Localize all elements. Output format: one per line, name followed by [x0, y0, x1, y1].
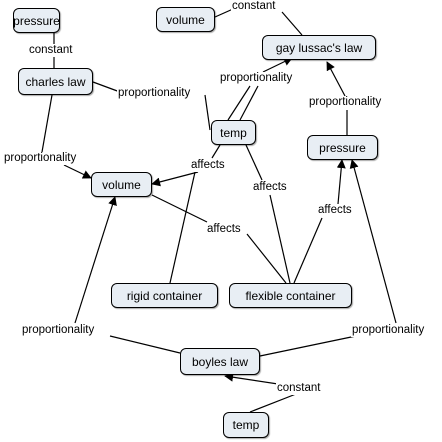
node-temp-mid[interactable]: temp: [211, 120, 256, 145]
line-volume-constant: [214, 8, 234, 18]
node-boyles-law[interactable]: boyles law: [180, 348, 260, 375]
line-boyles-prop-left: [109, 335, 181, 354]
line-temp-rigid: [169, 171, 196, 284]
line-flex-affects-press: [293, 217, 323, 284]
node-temp-bottom[interactable]: temp: [223, 412, 269, 438]
node-rigid-container[interactable]: rigid container: [111, 283, 218, 308]
line-boyles-prop-right: [259, 335, 357, 357]
link-label-affects-temp-volume: affects: [190, 159, 226, 172]
link-label-affects-flexible-temp: affects: [252, 181, 288, 194]
link-label-proportionality-boyles-volume: proportionality: [21, 324, 96, 337]
line-tempbottom-constant: [249, 393, 297, 413]
line-charles-prop: [92, 81, 121, 93]
link-label-constant-left: constant: [28, 44, 74, 57]
line-affects-temp: [245, 144, 263, 181]
line-prop-gay-right: [326, 61, 346, 97]
line-constant-gay: [281, 11, 303, 36]
node-volume-top[interactable]: volume: [156, 7, 215, 32]
link-label-proportionality-pressure-gay: proportionality: [308, 96, 383, 109]
line-prop-pressure-right: [349, 159, 397, 324]
line-temp-prop1: [227, 85, 251, 121]
line-prop-temp: [204, 94, 211, 131]
link-label-constant-bottom: constant: [276, 382, 322, 395]
node-pressure-top[interactable]: pressure: [13, 8, 60, 33]
line-temp-prop2: [239, 85, 259, 121]
line-affects-volume: [151, 171, 199, 187]
link-label-affects-flexible-volume: affects: [206, 223, 242, 236]
link-label-proportionality-charles-temp: proportionality: [117, 87, 192, 100]
line-temp-affects: [211, 144, 221, 159]
link-label-proportionality-temp-gay: proportionality: [219, 72, 294, 85]
line-constant-boyles: [224, 372, 279, 385]
node-volume-mid[interactable]: volume: [91, 172, 152, 197]
line-charles-prop-left: [41, 94, 53, 153]
line-prop-volume: [63, 164, 92, 179]
node-charles-law[interactable]: charles law: [18, 68, 93, 95]
line-affects-flex: [246, 233, 287, 284]
line-affects-pressure: [336, 159, 346, 205]
line-flex-affects-temp: [269, 194, 291, 284]
link-label-proportionality-boyles-pressure: proportionality: [351, 324, 426, 337]
link-label-affects-flexible-pressure: affects: [317, 204, 353, 217]
node-flexible-container[interactable]: flexible container: [229, 283, 352, 308]
line-prop-gay: [262, 57, 293, 73]
line-volume-affects: [151, 194, 208, 223]
line-prop-volume-left: [74, 196, 117, 324]
link-label-proportionality-charles-volume: proportionality: [3, 152, 78, 165]
node-gay-lussacs-law[interactable]: gay lussac's law: [262, 35, 376, 60]
link-label-constant-top: constant: [231, 0, 277, 13]
node-pressure-right[interactable]: pressure: [307, 135, 378, 160]
